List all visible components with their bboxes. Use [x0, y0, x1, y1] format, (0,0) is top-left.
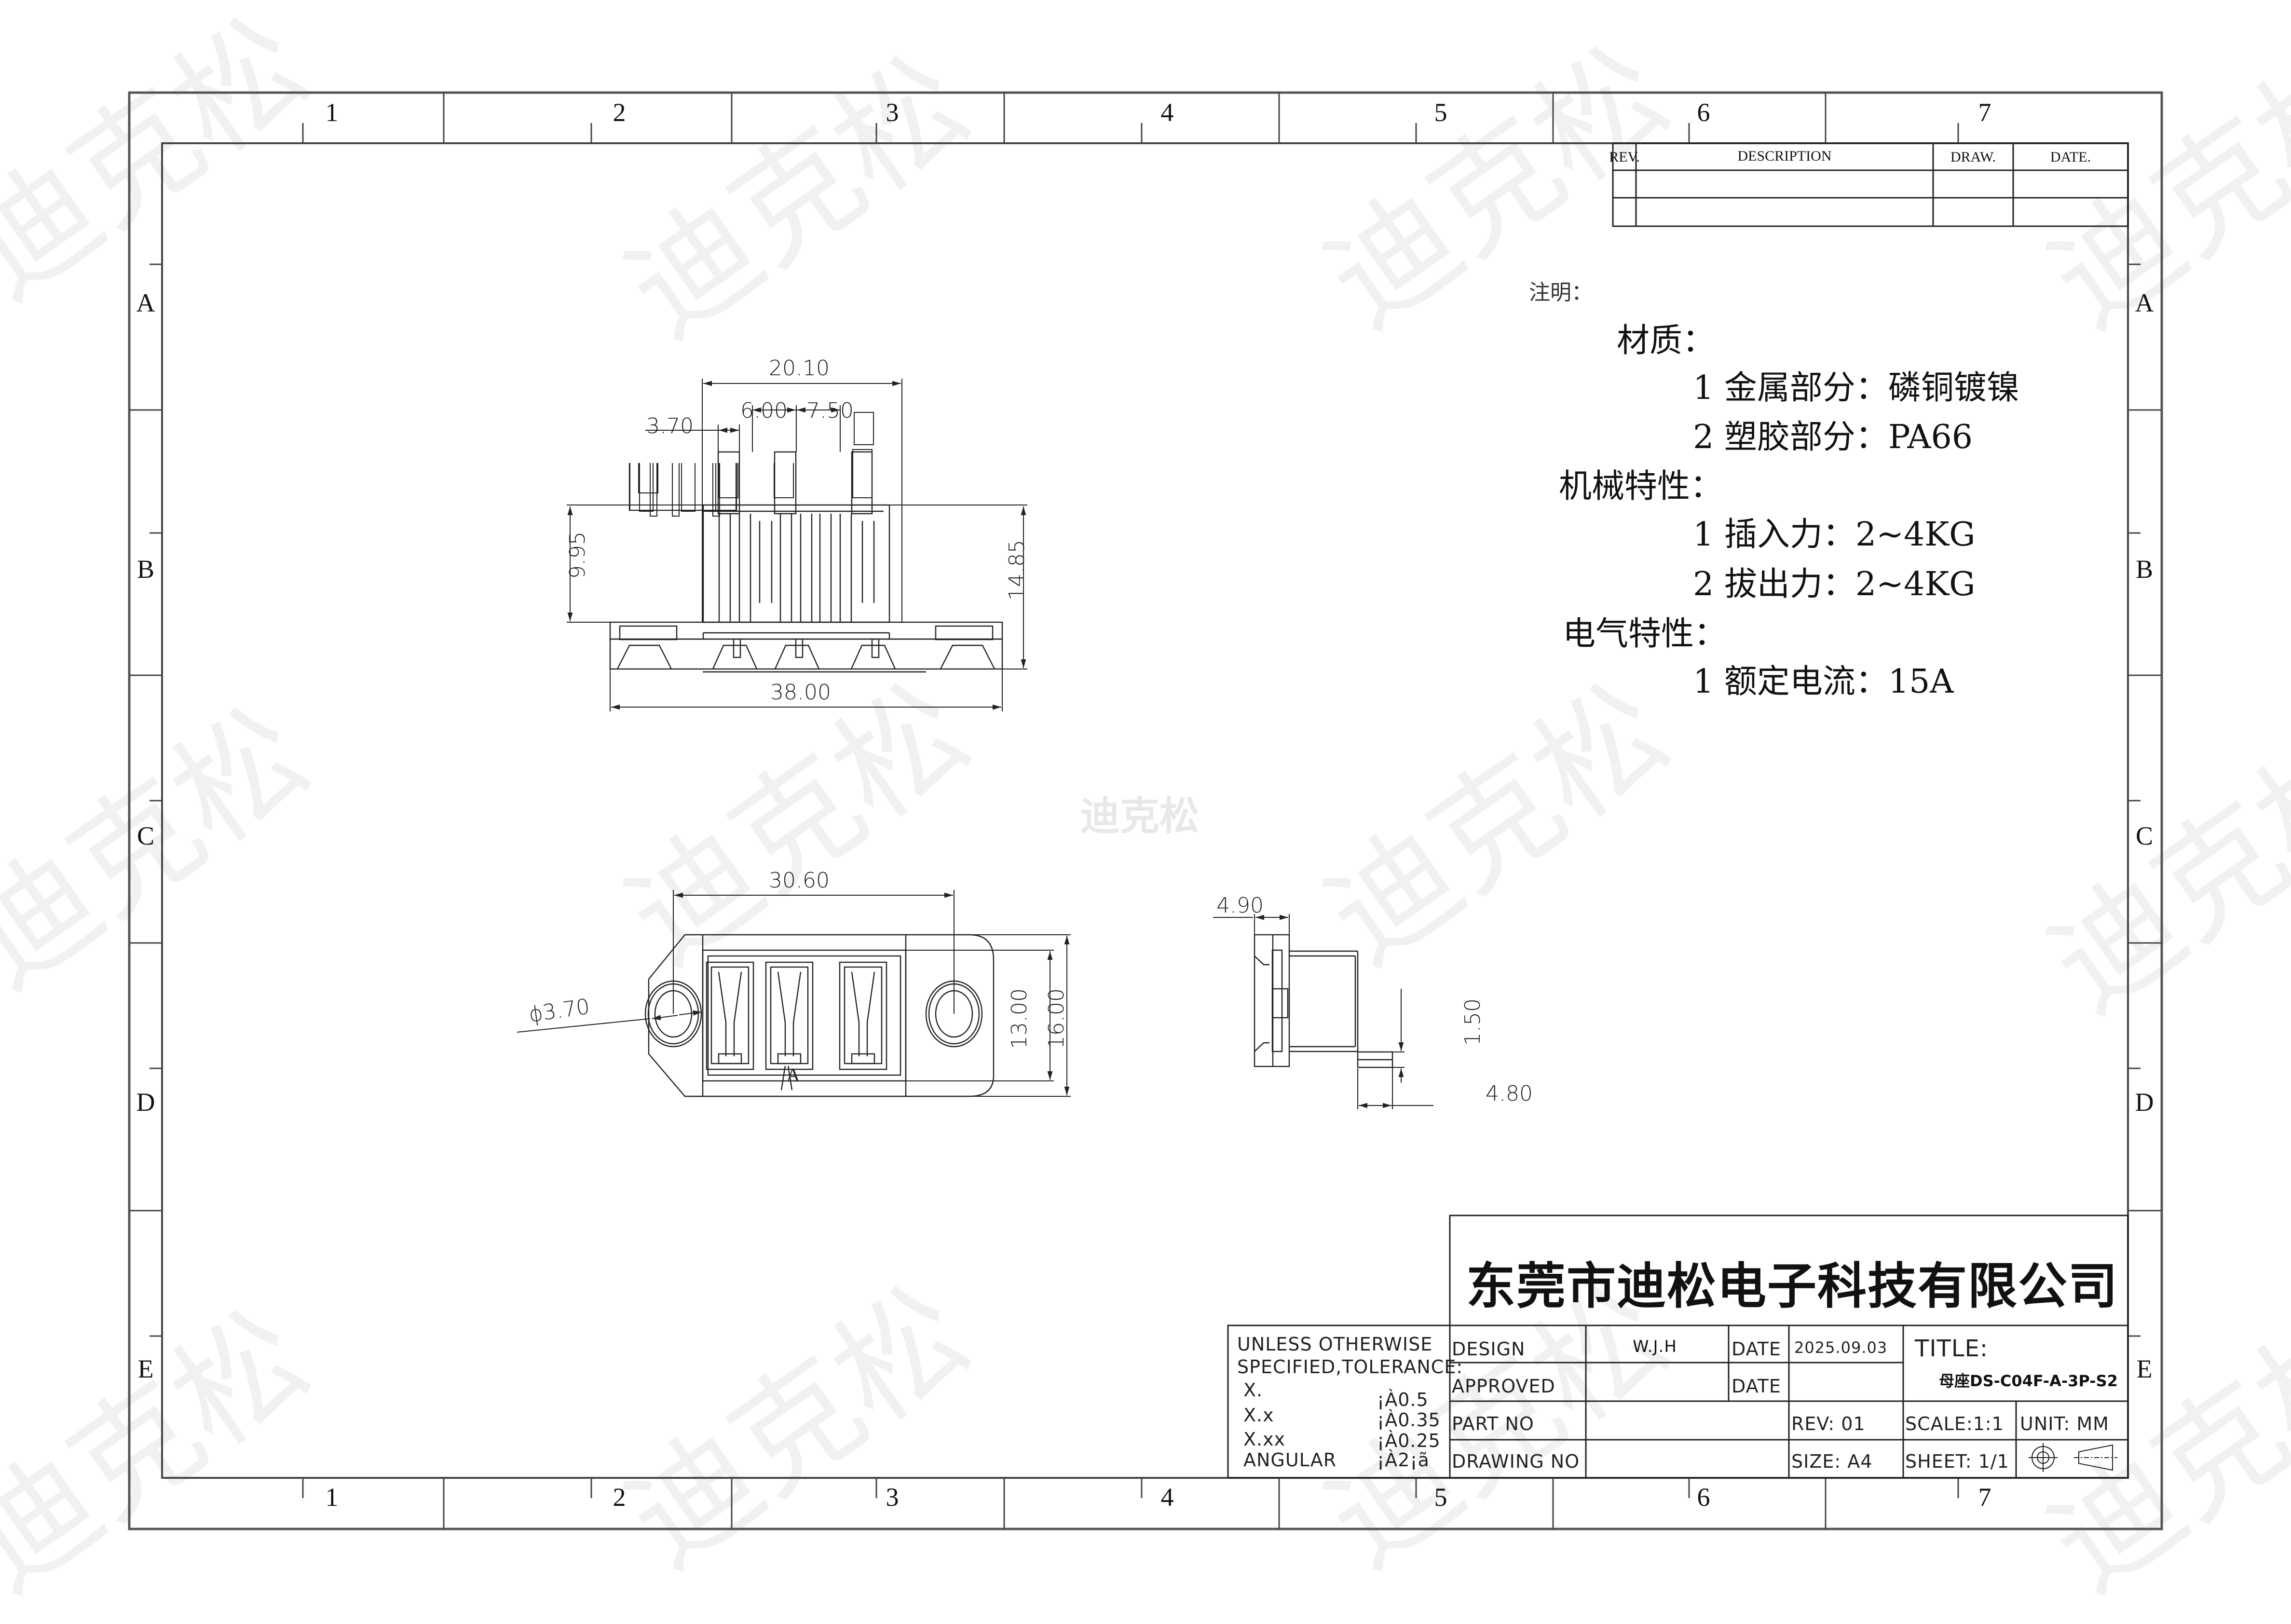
size-value: SIZE: A4 [1791, 1451, 1873, 1472]
title-block-lines [1227, 1215, 2129, 1479]
zone-row-label: E [2136, 1354, 2153, 1383]
dim-pin-thickness: 1.50 [1460, 998, 1485, 1046]
tolerance-value: ¡À0.35 [1377, 1409, 1441, 1431]
zone-col-label: 1 [325, 1483, 339, 1512]
zone-row-label: A [136, 288, 155, 317]
dim-inner-height: 13.00 [1007, 988, 1032, 1049]
notes-section-title: 机械特性： [1559, 467, 1723, 505]
dim-pin-width: 3.70 [646, 414, 694, 438]
zone-row-label: D [2135, 1088, 2154, 1117]
dim-base-width: 38.00 [770, 680, 831, 705]
zone-col-label: 6 [1697, 98, 1710, 127]
company-name: 东莞市迪松电子科技有限公司 [1466, 1258, 2118, 1315]
zone-col-label: 4 [1160, 98, 1174, 127]
rev-header-rev: REV. [1609, 149, 1640, 165]
zone-col-label: 7 [1978, 98, 1991, 127]
dim-overall-top: 20.10 [769, 356, 830, 381]
design-date-label: DATE [1732, 1338, 1781, 1360]
zone-row-label: A [2135, 288, 2154, 317]
title-value[interactable]: 母座DS-C04F-A-3P-S2 [1939, 1372, 2118, 1390]
zone-row-label: B [136, 555, 155, 584]
notes-section-title: 电气特性： [1563, 615, 1727, 653]
zone-col-label: 6 [1697, 1483, 1710, 1512]
title-label: TITLE: [1915, 1335, 1989, 1362]
top-view [644, 934, 995, 1097]
sheet-value: SHEET: 1/1 [1905, 1451, 2009, 1472]
section-label-a: A [786, 1064, 800, 1086]
dim-pitch-1: 6.00 [740, 398, 788, 423]
zone-row-label: C [2135, 821, 2154, 850]
drawing-no-label: DRAWING NO [1452, 1451, 1580, 1472]
dim-total-height: 14.85 [1005, 540, 1029, 600]
approved-label: APPROVED [1452, 1376, 1555, 1397]
tolerance-label: X. [1243, 1379, 1263, 1401]
design-value[interactable]: W.J.H [1633, 1337, 1677, 1356]
notes-item: 1 金属部分：磷铜镀镍 [1693, 369, 2019, 407]
tolerance-label: X.x [1243, 1405, 1274, 1426]
part-no-label: PART NO [1452, 1413, 1534, 1434]
side-view [1254, 934, 1393, 1068]
zone-row-label: D [136, 1088, 155, 1117]
dim-flange-thickness: 4.90 [1216, 893, 1264, 918]
notes-item: 2 拔出力：2~4KG [1693, 565, 1976, 603]
tolerance-label: ANGULAR [1243, 1449, 1337, 1471]
tolerance-value: ¡À0.25 [1377, 1430, 1441, 1451]
projection-symbol-icon [2029, 1443, 2117, 1472]
rev-header-date: DATE. [2050, 149, 2091, 165]
design-date-value[interactable]: 2025.09.03 [1794, 1338, 1888, 1357]
dim-body-height: 9.95 [565, 532, 590, 579]
zone-col-label: 2 [613, 98, 626, 127]
center-logo-watermark: 迪克松 [1080, 793, 1200, 839]
rev-header-draw: DRAW. [1950, 149, 1996, 165]
notes-heading: 注明： [1529, 280, 1593, 305]
tolerance-label: X.xx [1243, 1429, 1286, 1450]
zone-col-label: 1 [325, 98, 339, 127]
zone-row-label: C [136, 821, 155, 850]
approved-date-label: DATE [1732, 1376, 1781, 1397]
tolerance-heading: SPECIFIED,TOLERANCE: [1237, 1356, 1463, 1378]
zone-col-label: 4 [1160, 1483, 1174, 1512]
notes-item: 2 塑胶部分：PA66 [1693, 418, 1973, 456]
zone-col-label: 5 [1434, 1483, 1447, 1512]
tolerance-value: ¡À0.5 [1377, 1389, 1429, 1410]
dim-pitch-2: 7.50 [806, 398, 854, 423]
notes-section-title: 材质： [1617, 322, 1716, 360]
zone-row-label: B [2135, 555, 2154, 584]
zone-col-label: 2 [613, 1483, 626, 1512]
tolerance-heading: UNLESS OTHERWISE [1237, 1334, 1433, 1355]
zone-row-label: E [137, 1354, 154, 1383]
tolerance-value: ¡À2¡ã [1377, 1449, 1430, 1471]
dim-pin-length: 4.80 [1486, 1081, 1533, 1106]
notes-item: 1 插入力：2~4KG [1693, 516, 1976, 554]
notes-item: 1 额定电流：15A [1693, 663, 1954, 701]
zone-col-label: 3 [886, 98, 899, 127]
zone-col-label: 7 [1978, 1483, 1991, 1512]
dim-outer-height: 16.00 [1044, 988, 1069, 1049]
scale-value: SCALE:1:1 [1905, 1413, 2004, 1434]
dim-hole-spacing: 30.60 [769, 868, 830, 893]
design-label: DESIGN [1452, 1338, 1526, 1360]
zone-col-label: 5 [1434, 98, 1447, 127]
rev-value: REV: 01 [1791, 1413, 1866, 1434]
rev-header-description: DESCRIPTION [1737, 148, 1832, 164]
unit-value: UNIT: MM [2020, 1413, 2109, 1434]
zone-col-label: 3 [886, 1483, 899, 1512]
